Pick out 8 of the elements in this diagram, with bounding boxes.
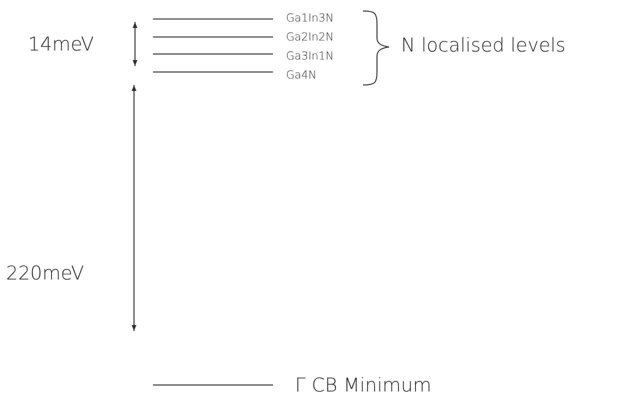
level-label: Ga4N — [286, 70, 316, 80]
energy-label: 220meV — [6, 264, 84, 284]
group-label: N localised levels — [401, 36, 566, 56]
level-label: Ga3In1N — [286, 50, 334, 62]
level-label: Ga2In2N — [286, 32, 334, 42]
level-label: Ga1In3N — [286, 12, 334, 24]
level-label: Γ CB Minimum — [295, 376, 432, 396]
energy-label: 14meV — [28, 36, 94, 54]
